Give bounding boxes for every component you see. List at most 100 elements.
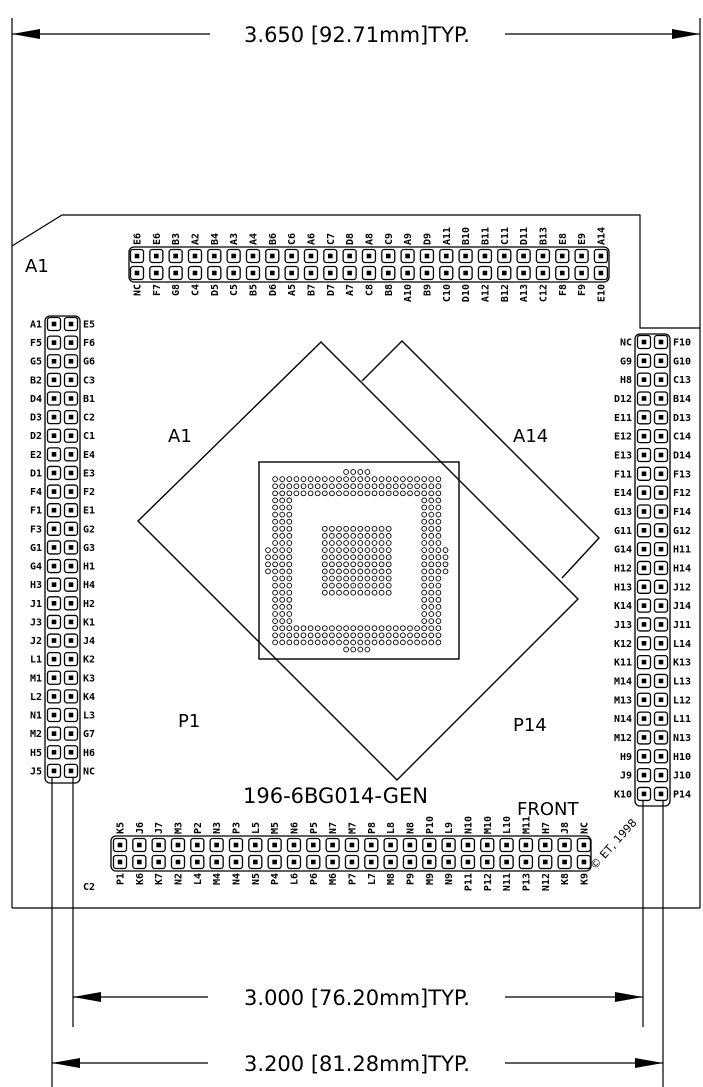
pin-label: C14 xyxy=(673,432,691,443)
pin-pad xyxy=(465,859,471,865)
bga-ball xyxy=(392,632,399,639)
pin-label: H5 xyxy=(30,748,42,759)
bga-ball xyxy=(385,632,392,639)
bga-ball xyxy=(314,625,321,632)
bga-ball xyxy=(428,554,435,561)
bga-ball xyxy=(286,483,293,490)
bga-ball xyxy=(378,575,385,582)
pin-pad xyxy=(51,321,57,327)
arrow-left-icon xyxy=(52,1058,80,1068)
pin-label: D14 xyxy=(673,450,691,461)
pin-label: G14 xyxy=(614,545,632,556)
bga-ball xyxy=(428,618,435,624)
bga-ball xyxy=(286,518,293,525)
pin-label: J6 xyxy=(135,822,146,834)
bga-ball xyxy=(421,525,428,532)
bga-ball xyxy=(435,547,442,553)
pin-pad xyxy=(68,768,74,774)
pin-label: N7 xyxy=(328,822,339,834)
pin-label: J11 xyxy=(673,620,691,631)
bga-ball xyxy=(343,575,349,582)
bga-ball xyxy=(293,490,300,497)
pin-pad xyxy=(308,270,314,276)
bga-ball xyxy=(343,568,349,575)
pin-label: N9 xyxy=(444,873,455,885)
pin-pad xyxy=(68,377,74,383)
pin-pad xyxy=(658,659,664,665)
pin-label: C4 xyxy=(190,284,201,296)
bga-ball xyxy=(279,589,286,596)
bga-ball xyxy=(279,604,286,610)
pin-pad xyxy=(641,603,647,608)
bga-ball xyxy=(421,618,428,624)
pin-pad xyxy=(272,859,277,865)
bga-ball xyxy=(272,568,278,575)
bga-ball xyxy=(272,518,278,525)
bga-ball xyxy=(371,540,378,546)
pin-pad xyxy=(641,678,647,684)
pin-label: L6 xyxy=(289,873,300,885)
bga-ball xyxy=(336,625,342,632)
pin-label: C7 xyxy=(326,233,337,245)
pin-label: J7 xyxy=(154,822,165,834)
bga-ball xyxy=(378,533,385,539)
bga-ball xyxy=(385,554,392,561)
pin-label: H11 xyxy=(673,545,691,556)
pin-label: A8 xyxy=(364,233,375,245)
pin-label: D8 xyxy=(345,233,356,245)
pin-pad xyxy=(51,340,57,345)
bga-ball xyxy=(350,547,357,553)
bga-ball xyxy=(364,582,371,589)
bga-ball xyxy=(293,483,300,490)
pin-pad xyxy=(405,270,410,276)
pin-pad xyxy=(51,433,57,439)
bga-ball xyxy=(407,476,413,482)
bga-ball xyxy=(350,639,357,646)
pin-pad xyxy=(134,270,140,276)
bga-ball xyxy=(350,625,357,632)
bga-ball xyxy=(435,476,442,482)
pin-label: K12 xyxy=(614,639,632,650)
pin-label: M6 xyxy=(328,873,339,885)
pin-pad xyxy=(641,659,647,665)
pin-label: M7 xyxy=(347,822,358,834)
pin-pad xyxy=(641,622,647,627)
bga-ball xyxy=(428,575,435,582)
pin-label: J5 xyxy=(30,766,42,777)
bga-ball xyxy=(378,547,385,553)
pin-pad xyxy=(68,638,74,643)
pin-label: B7 xyxy=(306,284,317,296)
bga-ball xyxy=(428,632,435,639)
pin-pad xyxy=(68,414,74,420)
bga-ball xyxy=(407,625,413,632)
bga-ball xyxy=(329,490,335,497)
pin-label: P11 xyxy=(463,873,474,891)
bga-ball xyxy=(329,476,335,482)
pin-label: N8 xyxy=(405,822,416,834)
pin-label: A6 xyxy=(306,233,317,245)
bga-ball xyxy=(400,476,406,482)
bga-ball xyxy=(307,476,314,482)
pin-pad xyxy=(51,470,57,476)
pin-pad xyxy=(68,452,74,457)
bga-ball xyxy=(428,604,435,610)
pin-label: F11 xyxy=(614,469,632,480)
pin-pad xyxy=(426,842,432,848)
bga-ball xyxy=(435,504,442,511)
pin-label: K13 xyxy=(673,658,691,669)
bga-ball xyxy=(414,476,420,482)
pin-label: F12 xyxy=(673,488,691,499)
bga-ball xyxy=(357,554,364,561)
bga-ball xyxy=(364,547,371,553)
pin-label: K7 xyxy=(154,873,165,885)
pin-label: A3 xyxy=(229,233,240,245)
pin-label: N5 xyxy=(251,873,262,885)
pin-label: C11 xyxy=(500,227,511,245)
pin-pad xyxy=(51,489,57,494)
pin-label: H8 xyxy=(620,375,632,386)
pin-label: D7 xyxy=(326,284,337,296)
pin-pad xyxy=(501,253,507,259)
pin-pad xyxy=(68,749,74,755)
pin-label: L3 xyxy=(83,711,95,722)
